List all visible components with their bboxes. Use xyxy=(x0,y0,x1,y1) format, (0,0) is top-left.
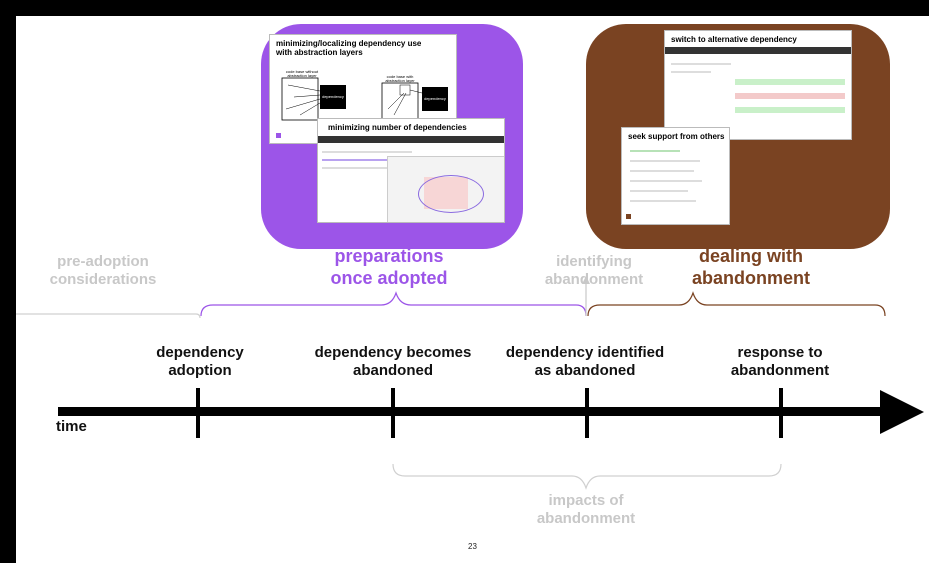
seek-support-title: seek support from others xyxy=(628,132,725,141)
dealing-label: dealing with abandonment xyxy=(691,246,810,288)
phase-braces xyxy=(16,276,886,490)
tick-identified xyxy=(585,388,589,438)
pre-adoption-label: pre-adoption considerations xyxy=(49,253,157,289)
tick-abandoned xyxy=(391,388,395,438)
identifying-label: identifying abandonment xyxy=(544,253,644,289)
tick-response xyxy=(779,388,783,438)
seek-support-screenshot: seek support from others xyxy=(622,128,729,224)
impacts-brace xyxy=(392,463,782,490)
preparations-panel: minimizing/localizing dependency use wit… xyxy=(261,24,523,249)
dealing-panel: switch to alternative dependency seek su… xyxy=(586,24,890,249)
event-abandoned-label: dependency becomes abandoned xyxy=(314,344,472,380)
alternative-dependency-title: switch to alternative dependency xyxy=(671,35,797,44)
with-layer-label: code base with abstraction layer xyxy=(385,74,415,84)
minimize-dependencies-title: minimizing number of dependencies xyxy=(328,123,467,132)
time-label: time xyxy=(56,418,87,435)
tick-adoption xyxy=(196,388,200,438)
timeline-arrowhead xyxy=(880,390,924,434)
abstraction-diagram xyxy=(276,77,423,138)
dependency-box-left: dependency xyxy=(320,85,346,109)
impacts-label: impacts of abandonment xyxy=(536,492,636,528)
event-response-label: response to abandonment xyxy=(730,344,830,380)
pre-adoption-brace xyxy=(16,313,201,319)
page-number: 23 xyxy=(468,542,477,551)
slide: minimizing/localizing dependency use wit… xyxy=(16,16,929,563)
dependency-box-right: dependency xyxy=(422,87,448,111)
timeline-axis xyxy=(58,407,884,416)
event-identified-label: dependency identified as abandoned xyxy=(505,344,665,380)
alternative-dependency-screenshot: switch to alternative dependency xyxy=(665,31,851,139)
preparations-brace xyxy=(200,291,587,317)
timeline xyxy=(58,388,924,438)
preparations-label: preparations once adopted xyxy=(330,246,448,288)
without-layer-label: code base without abstraction layer xyxy=(285,69,319,79)
event-adoption-label: dependency adoption xyxy=(156,344,244,380)
abstraction-layers-title: minimizing/localizing dependency use wit… xyxy=(276,39,422,58)
minimize-dependencies-screenshot: minimizing number of dependencies xyxy=(318,119,504,222)
dealing-brace xyxy=(587,291,886,317)
